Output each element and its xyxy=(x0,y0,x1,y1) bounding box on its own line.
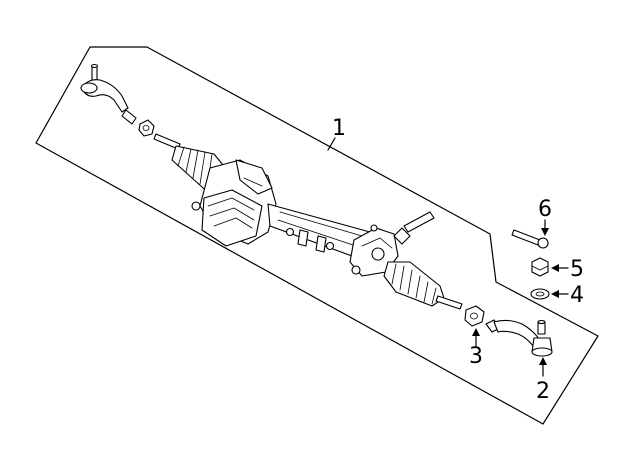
right-bellows-boot xyxy=(383,261,445,307)
right-tie-rod-end xyxy=(485,319,553,357)
left-jam-nut xyxy=(138,119,155,137)
callout-2: 2 xyxy=(536,379,550,404)
right-jam-nut xyxy=(464,305,485,327)
washer xyxy=(530,288,550,300)
callout-4: 4 xyxy=(570,283,584,308)
callout-3: 3 xyxy=(469,344,483,369)
callout-5: 5 xyxy=(570,257,584,282)
leader-lines xyxy=(327,137,569,377)
castle-nut xyxy=(531,257,549,277)
callout-1: 1 xyxy=(332,116,346,141)
callout-6: 6 xyxy=(538,197,552,222)
right-inner-tie-rod xyxy=(435,295,463,310)
eps-motor-housing xyxy=(191,159,279,247)
left-tie-rod-end xyxy=(80,63,137,125)
pinion-housing xyxy=(349,211,435,277)
cotter-pin xyxy=(511,229,549,249)
assembly-outline xyxy=(35,46,599,425)
